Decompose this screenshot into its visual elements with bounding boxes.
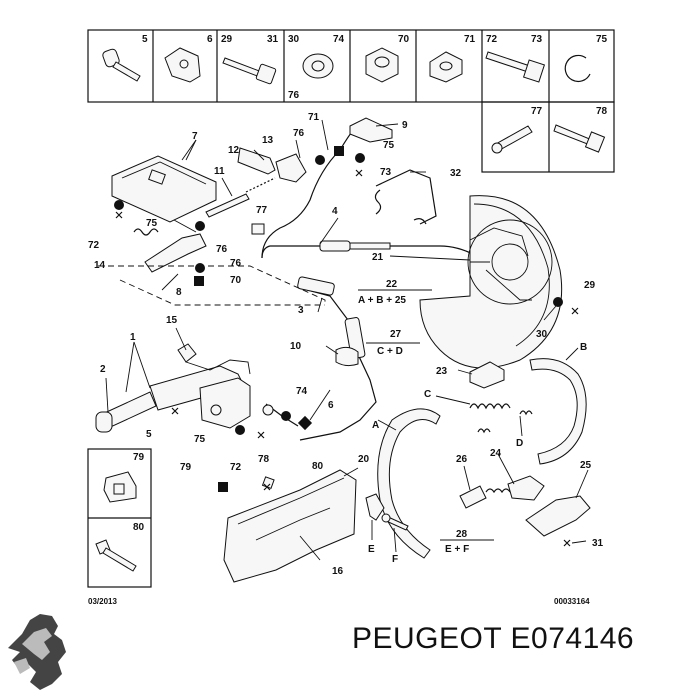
header-box-1-label: 5 (142, 34, 148, 45)
callout-31: 31 (592, 538, 604, 549)
callout-32: 32 (450, 168, 462, 179)
callout-20: 20 (358, 454, 370, 465)
callout-10: 10 (290, 341, 302, 352)
callout-79: 79 (180, 462, 192, 473)
header-box-4-label-c: 76 (288, 90, 300, 101)
main-assembly (95, 117, 591, 583)
header-box-3-label-a: 29 (221, 34, 233, 45)
callout-75-c: 75 (194, 434, 206, 445)
nut-part-icon (365, 47, 399, 83)
header-box-8-label: 75 (596, 34, 608, 45)
callout-23: 23 (436, 366, 448, 377)
callout-16: 16 (332, 566, 344, 577)
side-box-2-label: 80 (133, 522, 145, 533)
callout-28: 28 (456, 529, 468, 540)
callout-13: 13 (262, 135, 274, 146)
callout-78: 78 (258, 454, 270, 465)
header-box-3-label-b: 31 (267, 34, 279, 45)
header-box-6-label: 71 (464, 34, 476, 45)
bolt-part-icon (222, 57, 277, 85)
hex-bolt-part-icon (485, 51, 546, 83)
formula-27: C + D (377, 346, 403, 357)
side-box-1-label: 79 (133, 452, 145, 463)
callout-5: 5 (146, 429, 152, 440)
callout-74: 74 (296, 386, 308, 397)
callout-A: A (372, 420, 379, 431)
header-box-5-label: 70 (398, 34, 410, 45)
callout-25: 25 (580, 460, 592, 471)
formula-28: E + F (445, 544, 469, 555)
header-box-2-label: 6 (207, 34, 213, 45)
peugeot-lion-logo (8, 614, 66, 690)
formula-22: A + B + 25 (358, 295, 406, 306)
callout-F: F (392, 554, 398, 565)
cross-markers (115, 169, 579, 547)
brand-title: PEUGEOT E074146 (352, 622, 634, 656)
header-box-7-label-b: 73 (531, 34, 543, 45)
side-parts-table: 79 80 (87, 448, 152, 588)
callout-30: 30 (536, 329, 548, 340)
washer-part-icon (302, 53, 334, 79)
callout-76-b: 76 (216, 244, 228, 255)
header-box-4-label-b: 74 (333, 34, 345, 45)
callout-73: 73 (380, 167, 392, 178)
callout-76-c: 76 (230, 258, 242, 269)
callout-26: 26 (456, 454, 468, 465)
callout-3: 3 (298, 305, 304, 316)
callout-C: C (424, 389, 431, 400)
callout-D: D (516, 438, 523, 449)
callout-27: 27 (390, 329, 402, 340)
callout-72-a: 72 (88, 240, 100, 251)
callout-1: 1 (130, 332, 136, 343)
callout-11: 11 (214, 166, 225, 177)
rivet-part-icon (95, 539, 137, 572)
callout-76-a: 76 (293, 128, 305, 139)
callout-B: B (580, 342, 587, 353)
reference-number: 00033164 (554, 597, 590, 606)
callout-E: E (368, 544, 375, 555)
callout-4: 4 (332, 206, 338, 217)
callout-70: 70 (230, 275, 242, 286)
header-row2-box-2-label: 78 (596, 106, 608, 117)
callout-7: 7 (192, 131, 198, 142)
callout-72-b: 72 (230, 462, 242, 473)
callout-21: 21 (372, 252, 384, 263)
callout-71: 71 (308, 112, 320, 123)
callout-2: 2 (100, 364, 106, 375)
callout-80: 80 (312, 461, 324, 472)
brand-name: PEUGEOT (352, 622, 502, 655)
callout-14: 14 (94, 260, 106, 271)
callout-15: 15 (166, 315, 178, 326)
callout-75-b: 75 (146, 218, 158, 229)
header-box-4-label-a: 30 (288, 34, 300, 45)
header-parts-table: 5 6 29 31 30 74 76 70 71 72 73 75 77 78 (87, 29, 615, 173)
callout-77: 77 (256, 205, 268, 216)
callout-75-a: 75 (383, 140, 395, 151)
callout-6: 6 (328, 400, 334, 411)
callout-8: 8 (176, 287, 182, 298)
bushing-part-icon (491, 125, 533, 154)
header-box-7-label-a: 72 (486, 34, 498, 45)
clip-part-icon (164, 47, 201, 83)
fastener-markers (114, 146, 563, 492)
callout-labels: 7 71 9 12 13 76 75 73 32 11 77 75 76 72 … (88, 112, 604, 577)
part-number: E074146 (510, 622, 635, 655)
pin-part-icon (102, 48, 141, 82)
leader-lines (105, 119, 589, 561)
callout-22: 22 (386, 279, 398, 290)
circlip-part-icon (564, 54, 591, 83)
callout-12: 12 (228, 145, 240, 156)
date-code: 03/2013 (88, 597, 117, 606)
flange-nut-part-icon (429, 51, 463, 83)
callout-24: 24 (490, 448, 502, 459)
callout-29: 29 (584, 280, 596, 291)
cover-clip-part-icon (103, 471, 137, 503)
header-row2-box-1-label: 77 (531, 106, 543, 117)
callout-9: 9 (402, 120, 408, 131)
screw-part-icon (553, 124, 606, 153)
